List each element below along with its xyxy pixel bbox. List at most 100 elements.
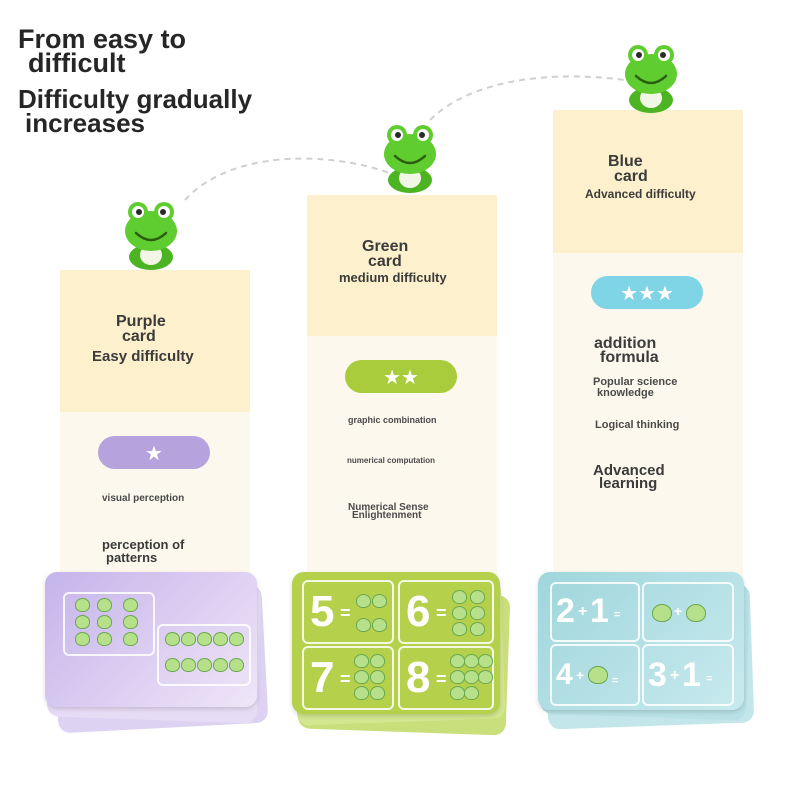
mini-frog-icon: [213, 632, 228, 646]
mini-frog-icon: [478, 670, 493, 684]
card-digit: 8: [406, 653, 431, 702]
mini-frog-icon: [123, 598, 138, 612]
blue-title-line-2: card: [614, 168, 648, 185]
green-card-header: [307, 195, 497, 336]
green-level-column: Green card medium difficulty ★★ graphic …: [307, 195, 497, 575]
mini-frog-icon: [452, 606, 467, 620]
mini-frog-icon: [197, 658, 212, 672]
mini-frog-icon: [123, 615, 138, 629]
card-plus: +: [670, 667, 680, 684]
blue-skill-advanced-learning-line-1: Advanced: [593, 462, 665, 479]
purple-skill-visual-perception: visual perception: [102, 493, 185, 504]
green-skill-number-sense-line-1: Numerical Sense: [348, 502, 429, 513]
headline-line-2-cont: increases: [25, 108, 145, 138]
card-equals: =: [340, 603, 351, 623]
mini-frog-icon: [588, 666, 608, 684]
card-cell: 2 + 1 =: [550, 582, 640, 642]
blue-skill-advanced-learning-line-2: learning: [599, 475, 658, 492]
card-cell: 6 =: [398, 580, 494, 644]
blue-skill-addition-formula-line-1: addition: [594, 335, 657, 352]
mini-frog-icon: [686, 604, 706, 622]
mini-frog-icon: [97, 598, 112, 612]
mini-frog-icon: [452, 622, 467, 636]
mini-frog-icon: [123, 632, 138, 646]
mini-frog-icon: [470, 606, 485, 620]
card-digit: 1: [590, 592, 609, 630]
purple-skill-patterns-line-2: patterns: [106, 550, 158, 565]
blue-card-stack: 2 + 1 = + 4 + = 3 + 1 =: [538, 572, 758, 732]
mini-frog-icon: [165, 632, 180, 646]
mini-frog-icon: [75, 598, 90, 612]
card-answer-blank: =: [614, 609, 621, 621]
card-digit: 3: [648, 656, 667, 694]
card-plus: +: [578, 603, 588, 620]
card-equals: =: [436, 603, 447, 623]
frog-figure-icon: [125, 202, 177, 270]
mini-frog-icon: [464, 654, 479, 668]
card-plus: +: [674, 603, 683, 619]
mini-frog-icon: [165, 658, 180, 672]
card-cell: +: [642, 582, 734, 642]
purple-level-column: Purple card Easy difficulty ★ visual per…: [60, 270, 250, 590]
green-skill-numerical-computation: numerical computation: [347, 456, 436, 465]
mini-frog-icon: [370, 686, 385, 700]
card-cell: 7 =: [302, 646, 394, 710]
blue-skill-logical-thinking: Logical thinking: [595, 419, 680, 431]
card-cell: 4 + =: [550, 644, 640, 706]
mini-frog-icon: [354, 654, 369, 668]
purple-card-front: [45, 572, 257, 707]
frog-figure-icon: [384, 125, 436, 193]
card-equals: =: [340, 669, 351, 689]
card-cell: [157, 624, 251, 686]
card-cell: 5 =: [302, 580, 394, 644]
card-digit: 1: [682, 656, 701, 694]
mini-frog-icon: [464, 670, 479, 684]
purple-star-badge: ★: [98, 436, 210, 469]
frog-figure-icon: [625, 45, 677, 113]
mini-frog-icon: [470, 622, 485, 636]
card-equals: =: [436, 669, 447, 689]
mini-frog-icon: [372, 594, 387, 608]
mini-frog-icon: [478, 654, 493, 668]
mini-frog-icon: [652, 604, 672, 622]
mini-frog-icon: [213, 658, 228, 672]
mini-frog-icon: [450, 670, 465, 684]
card-answer-blank: =: [612, 675, 619, 687]
card-digit: 4: [556, 658, 573, 691]
green-subtitle: medium difficulty: [339, 270, 447, 285]
blue-level-column: Blue card Advanced difficulty ★★★ additi…: [553, 110, 743, 580]
purple-subtitle: Easy difficulty: [92, 348, 194, 365]
mini-frog-icon: [197, 632, 212, 646]
mini-frog-icon: [372, 618, 387, 632]
blue-skill-addition-formula-line-2: formula: [600, 349, 659, 366]
mini-frog-icon: [356, 594, 371, 608]
green-title-line-2: card: [368, 253, 402, 270]
green-skill-number-sense-line-2: Enlightenment: [352, 510, 422, 521]
blue-card-front: 2 + 1 = + 4 + = 3 + 1 =: [538, 572, 744, 710]
card-cell: 8 =: [398, 646, 494, 710]
star-icon: ★★★: [620, 280, 674, 305]
blue-card-header: [553, 110, 743, 253]
star-icon: ★★: [383, 364, 419, 389]
mini-frog-icon: [450, 654, 465, 668]
mini-frog-icon: [370, 670, 385, 684]
purple-card-header: [60, 270, 250, 412]
card-digit: 7: [310, 653, 335, 702]
star-icon: ★: [145, 440, 163, 465]
card-digit: 2: [556, 592, 575, 630]
purple-skill-patterns-line-1: perception of: [102, 537, 185, 552]
mini-frog-icon: [97, 632, 112, 646]
headline-line-2: Difficulty gradually: [18, 84, 253, 114]
blue-star-badge: ★★★: [591, 276, 703, 309]
mini-frog-icon: [229, 632, 244, 646]
headline-line-1: From easy to: [18, 24, 187, 54]
green-title-line-1: Green: [362, 238, 409, 255]
green-star-badge: ★★: [345, 360, 457, 393]
card-cell: 3 + 1 =: [642, 644, 734, 706]
green-card-stack: 5 = 6 = 7 = 8 =: [292, 572, 514, 737]
mini-frog-icon: [75, 615, 90, 629]
mini-frog-icon: [356, 618, 371, 632]
mini-frog-icon: [229, 658, 244, 672]
card-cell: [63, 592, 155, 656]
card-digit: 5: [310, 587, 335, 636]
